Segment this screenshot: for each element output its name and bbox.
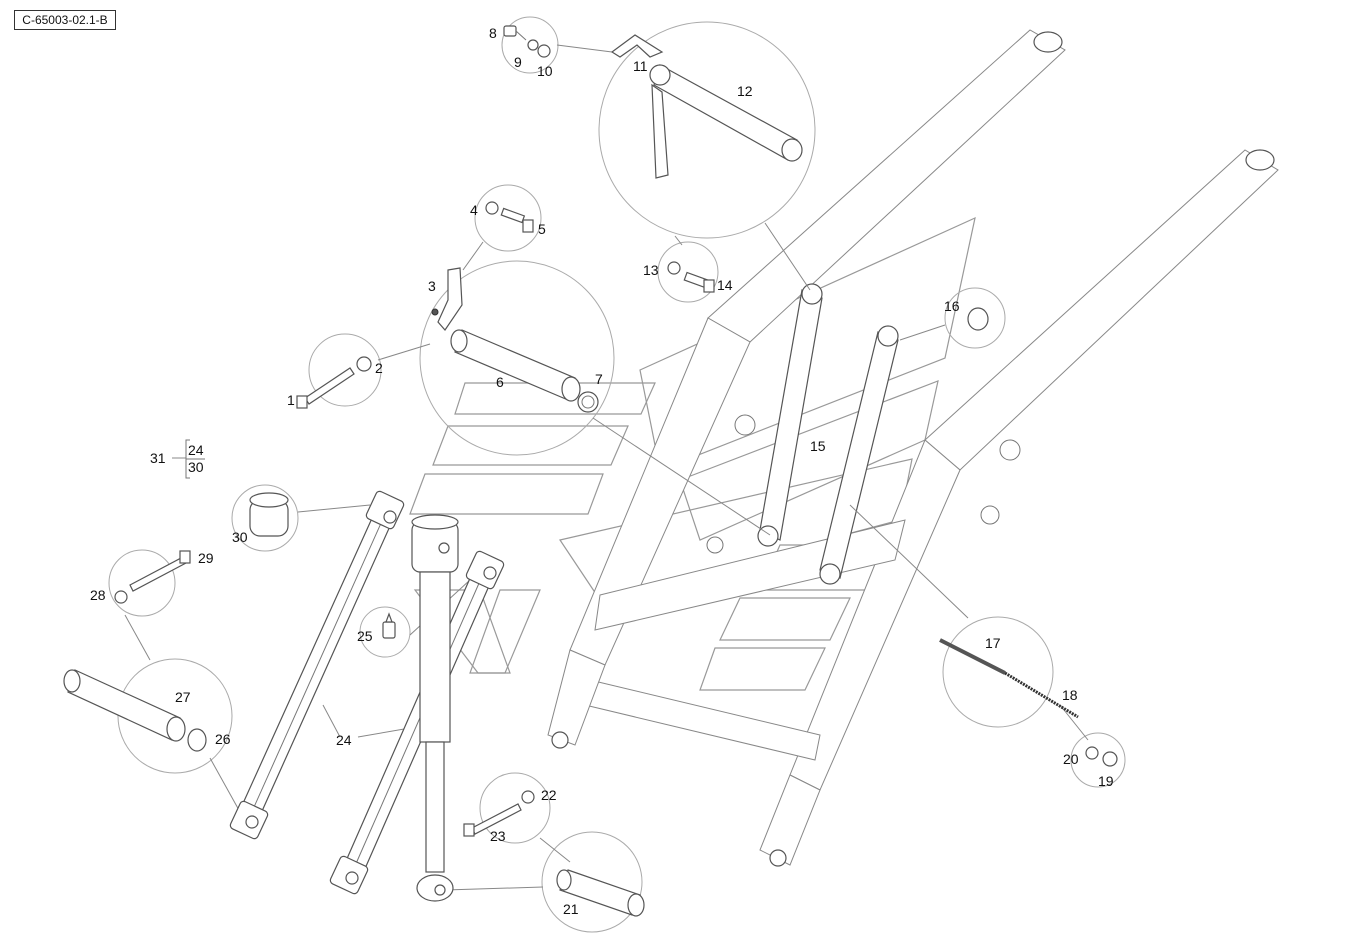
- label-part-13: 13: [643, 262, 659, 278]
- label-part-23: 23: [490, 828, 506, 844]
- label-part-5: 5: [538, 221, 546, 237]
- hydraulic-cylinder-left: [229, 490, 405, 840]
- vertical-cylinder: [411, 514, 459, 902]
- label-part-6: 6: [496, 374, 504, 390]
- part-labels: 1 2 3 4 5 6 7 8 9 10 11 12 13 14 15 16 1…: [90, 25, 1114, 917]
- callout-circles: [108, 16, 1126, 933]
- label-part-8: 8: [489, 25, 497, 41]
- label-part-10: 10: [537, 63, 553, 79]
- label-part-3: 3: [428, 278, 436, 294]
- label-part-17: 17: [985, 635, 1001, 651]
- label-part-19: 19: [1098, 773, 1114, 789]
- label-part-15: 15: [810, 438, 826, 454]
- label-part-29: 29: [198, 550, 214, 566]
- label-part-4: 4: [470, 202, 478, 218]
- label-part-16: 16: [944, 298, 960, 314]
- label-part-11: 11: [633, 58, 648, 74]
- kit-item-30: 30: [188, 459, 204, 475]
- kit-item-24: 24: [188, 442, 204, 458]
- label-part-28: 28: [90, 587, 106, 603]
- link-arms: [757, 283, 899, 585]
- label-part-22: 22: [541, 787, 557, 803]
- label-part-31: 31: [150, 450, 166, 466]
- label-part-20: 20: [1063, 751, 1079, 767]
- label-part-24: 24: [336, 732, 352, 748]
- label-part-27: 27: [175, 689, 191, 705]
- hardware-parts: [63, 25, 1118, 917]
- label-part-26: 26: [215, 731, 231, 747]
- label-part-2: 2: [375, 360, 383, 376]
- label-part-9: 9: [514, 54, 522, 70]
- label-part-30: 30: [232, 529, 248, 545]
- hydraulic-cylinder-right: [329, 550, 505, 895]
- label-part-12: 12: [737, 83, 753, 99]
- label-part-21: 21: [563, 901, 579, 917]
- label-part-25: 25: [357, 628, 373, 644]
- label-part-18: 18: [1062, 687, 1078, 703]
- label-part-14: 14: [717, 277, 733, 293]
- label-part-1: 1: [287, 392, 295, 408]
- label-part-7: 7: [595, 371, 603, 387]
- diagram-id-box: C-65003-02.1-B: [14, 10, 116, 30]
